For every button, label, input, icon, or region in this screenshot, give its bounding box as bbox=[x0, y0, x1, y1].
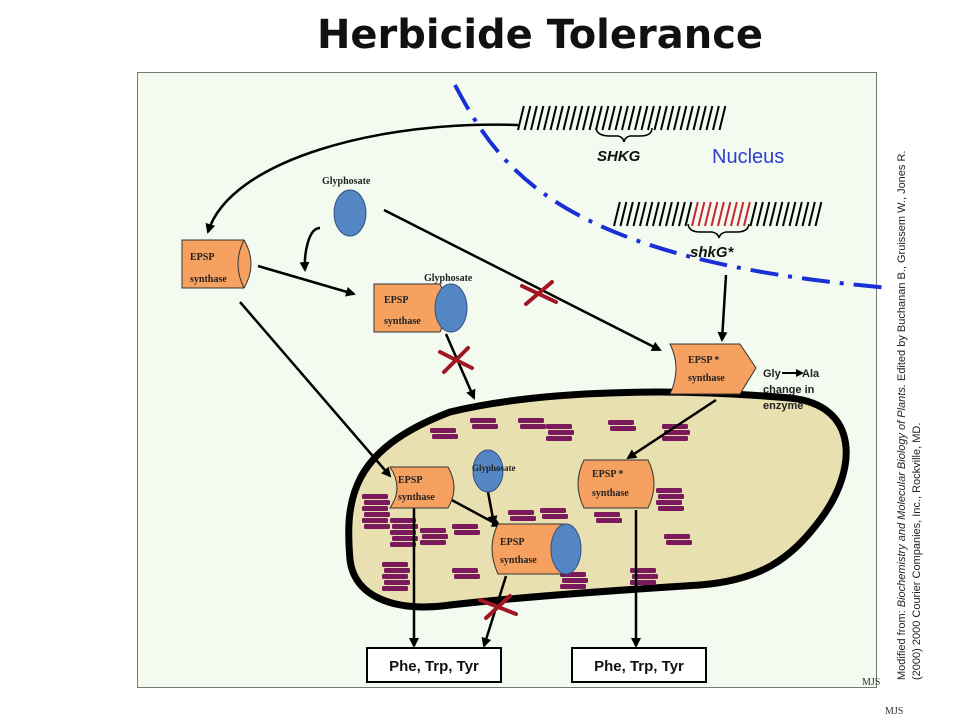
change-label-1: change in bbox=[763, 384, 815, 396]
gly-label: Gly bbox=[763, 368, 782, 380]
credit-publisher: (2000) 2000 Courier Companies, Inc., Roc… bbox=[911, 422, 923, 680]
product-box-left bbox=[366, 647, 502, 683]
nucleus-boundary bbox=[453, 84, 891, 290]
epsp-star-synthase-plastid: EPSP * synthase bbox=[577, 459, 655, 509]
credit-prefix: Modified from: bbox=[896, 607, 908, 680]
epsp-label-2: synthase bbox=[398, 492, 435, 503]
epsp-star-label-2: synthase bbox=[592, 488, 629, 499]
arrow-gene-to-epsp bbox=[205, 123, 519, 234]
arrow-epsp-to-complex bbox=[257, 264, 356, 297]
epsp-star-label-2: synthase bbox=[688, 373, 725, 384]
glyphosate-label: Glyphosate bbox=[322, 176, 371, 187]
glyphosate-label-plastid: Glyphosate bbox=[472, 463, 516, 473]
inhibition-mark-nucleus bbox=[520, 280, 558, 306]
glyphosate-label-complex: Glyphosate bbox=[424, 273, 473, 284]
epsp-label-2: synthase bbox=[190, 274, 227, 285]
gene-bracket-wild bbox=[595, 127, 653, 143]
arrow-complex-to-chloroplast bbox=[444, 333, 476, 400]
dna-helix-wild bbox=[517, 105, 727, 131]
gene-label-mutant: shkG* bbox=[690, 244, 735, 261]
nucleus-label: Nucleus bbox=[712, 146, 784, 168]
inhibition-mark-plastid bbox=[478, 594, 518, 620]
arrow-plastid-glyphosate-bind bbox=[486, 491, 498, 526]
epsp-star-label-1: EPSP * bbox=[592, 469, 623, 480]
epsp-label-1: EPSP bbox=[384, 295, 408, 306]
author-initials-inner: MJS bbox=[862, 677, 881, 688]
glyphosate-molecule-plastid bbox=[472, 449, 504, 493]
epsp-label-1: EPSP bbox=[398, 475, 422, 486]
arrow-mutant-gene-to-epsp-star bbox=[717, 274, 728, 342]
gene-bracket-mutant bbox=[687, 223, 750, 239]
gene-label-wild: SHKG bbox=[597, 148, 641, 165]
epsp-synthase-plastid: EPSP synthase bbox=[389, 466, 455, 509]
product-label-right: Phe, Trp, Tyr bbox=[594, 658, 684, 675]
arrow-epsp-to-chloroplast bbox=[239, 301, 392, 478]
arrow-epsp-star-to-chloroplast bbox=[626, 398, 717, 460]
glyphosate-molecule bbox=[333, 189, 367, 237]
epsp-label-2: synthase bbox=[500, 555, 537, 566]
thylakoid-grana bbox=[362, 418, 692, 591]
credit-editors: Edited by Buchanan B., Gruissem W., Jone… bbox=[896, 150, 908, 385]
epsp-synthase-cytosol: EPSP synthase bbox=[181, 239, 252, 289]
product-label-left: Phe, Trp, Tyr bbox=[389, 658, 479, 675]
change-label-2: enzyme bbox=[763, 400, 803, 412]
author-initials-outer: MJS bbox=[885, 706, 904, 717]
epsp-label-1: EPSP bbox=[500, 537, 524, 548]
epsp-glyphosate-complex: EPSP synthase bbox=[373, 283, 468, 333]
product-box-right bbox=[571, 647, 707, 683]
dna-helix-mutant bbox=[613, 201, 823, 227]
citation-credit: Modified from: Biochemistry and Molecula… bbox=[895, 140, 925, 680]
epsp-glyphosate-complex-plastid: EPSP synthase bbox=[491, 523, 582, 575]
inhibition-mark-cytosol bbox=[438, 346, 474, 374]
page-title: Herbicide Tolerance bbox=[316, 12, 764, 58]
arrow-glyphosate-bind bbox=[299, 226, 321, 272]
epsp-star-label-1: EPSP * bbox=[688, 355, 719, 366]
ala-label: Ala bbox=[802, 368, 820, 380]
epsp-label-1: EPSP bbox=[190, 252, 214, 263]
epsp-label-2: synthase bbox=[384, 316, 421, 327]
credit-book-title: Biochemistry and Molecular Biology of Pl… bbox=[896, 384, 908, 608]
epsp-star-synthase-cytosol: EPSP * synthase bbox=[669, 343, 757, 395]
arrow-glyphosate-to-epsp-star bbox=[383, 208, 662, 352]
